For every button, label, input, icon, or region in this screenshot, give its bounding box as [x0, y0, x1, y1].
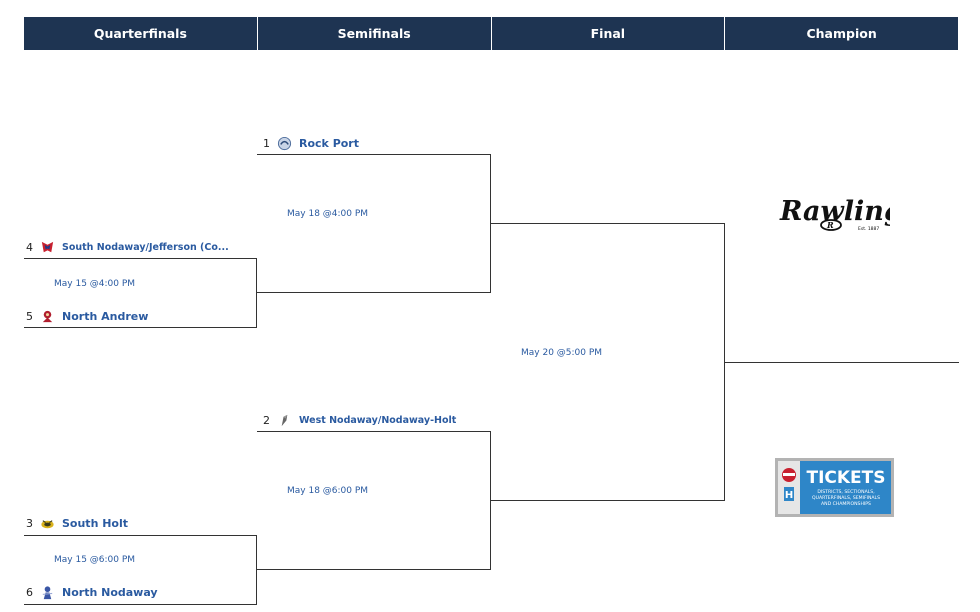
north-andrew-logo-icon — [42, 310, 53, 322]
bracket-line — [491, 223, 725, 224]
rawlings-wordmark: Rawlings — [779, 196, 890, 227]
bracket-line — [257, 292, 491, 293]
team-seed: 3 — [26, 516, 33, 530]
team-north-nodaway[interactable]: 6 North Nodaway — [26, 583, 158, 601]
header-quarterfinals: Quarterfinals — [24, 17, 258, 50]
final-date-link[interactable]: May 20 @5:00 PM — [521, 348, 603, 358]
team-west-nodaway[interactable]: 2 West Nodaway/Nodaway-Holt — [263, 411, 456, 429]
tickets-banner: H TICKETS DISTRICTS, SECTIONALS, QUARTER… — [775, 458, 894, 517]
header-final: Final — [492, 17, 726, 50]
bracket-line — [256, 535, 257, 605]
bracket-header: Quarterfinals Semifinals Final Champion — [24, 17, 958, 50]
team-seed: 1 — [263, 136, 270, 150]
south-holt-logo-icon — [41, 519, 54, 528]
rawlings-ad[interactable]: Rawlings R Est. 1887 — [778, 188, 918, 234]
qf1-date-link[interactable]: May 15 @4:00 PM — [54, 279, 136, 289]
bracket-line — [24, 535, 257, 536]
team-name[interactable]: North Andrew — [62, 309, 149, 323]
team-north-andrew[interactable]: 5 North Andrew — [26, 307, 148, 325]
header-champion: Champion — [806, 26, 877, 41]
team-name[interactable]: South Nodaway/Jefferson (Co... — [62, 241, 229, 253]
team-name[interactable]: West Nodaway/Nodaway-Holt — [299, 414, 457, 426]
svg-text:H: H — [785, 490, 793, 501]
champion-line — [725, 362, 959, 363]
team-seed: 6 — [26, 585, 33, 599]
rock-port-logo-icon — [277, 136, 292, 150]
west-nodaway-logo-icon — [281, 414, 288, 426]
bracket-line — [24, 604, 257, 605]
south-nodaway-logo-icon — [41, 241, 54, 252]
sf2-date-link[interactable]: May 18 @6:00 PM — [287, 486, 369, 496]
team-seed: 2 — [263, 413, 270, 427]
sf1-date-link[interactable]: May 18 @4:00 PM — [287, 209, 369, 219]
bracket-line — [724, 223, 725, 501]
header-semifinals: Semifinals — [258, 17, 492, 50]
team-name[interactable]: Rock Port — [299, 136, 359, 150]
svg-text:R: R — [826, 220, 834, 230]
team-name[interactable]: South Holt — [62, 516, 129, 530]
team-rock-port[interactable]: 1 Rock Port — [263, 134, 359, 152]
team-south-holt[interactable]: 3 South Holt — [26, 514, 128, 532]
tickets-sub1: DISTRICTS, SECTIONALS, — [817, 489, 875, 495]
bracket-line — [490, 154, 491, 293]
tickets-sub3: AND CHAMPIONSHIPS — [821, 501, 871, 507]
qf2-date-link[interactable]: May 15 @6:00 PM — [54, 555, 136, 565]
bracket-line — [257, 431, 491, 432]
tickets-sub2: QUARTERFINALS, SEMIFINALS — [812, 495, 880, 501]
bracket-line — [490, 431, 491, 570]
bracket-line — [257, 154, 491, 155]
bracket-line — [256, 258, 257, 328]
bracket-line — [24, 258, 257, 259]
tickets-ad[interactable]: H TICKETS DISTRICTS, SECTIONALS, QUARTER… — [775, 458, 894, 517]
team-name[interactable]: North Nodaway — [62, 585, 158, 599]
bracket-line — [257, 569, 491, 570]
team-seed: 5 — [26, 309, 33, 323]
tickets-title: TICKETS — [806, 468, 885, 488]
team-south-nodaway[interactable]: 4 South Nodaway/Jefferson (Co... — [26, 238, 229, 256]
rawlings-logo-icon: Rawlings R Est. 1887 — [779, 196, 918, 232]
bracket-line — [491, 500, 725, 501]
bracket-line — [24, 327, 257, 328]
north-nodaway-logo-icon — [42, 585, 53, 599]
team-seed: 4 — [26, 240, 33, 254]
rawlings-est: Est. 1887 — [858, 226, 879, 232]
